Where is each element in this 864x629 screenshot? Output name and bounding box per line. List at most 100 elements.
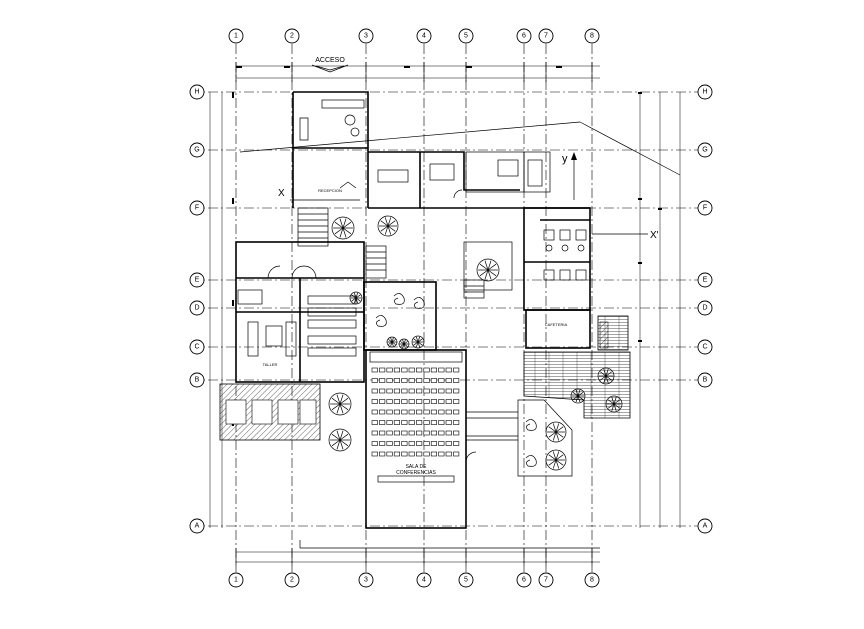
grid-bubble-row-H: H — [189, 84, 205, 100]
auditorium-seat — [393, 420, 401, 425]
auditorium-seat — [379, 367, 386, 373]
grid-bubble-row-C: C — [189, 339, 205, 355]
auditorium-seat — [371, 378, 378, 383]
auditorium-seat — [423, 367, 430, 373]
grid-bubble-col-8: 8 — [584, 28, 600, 44]
auditorium-seat — [453, 409, 460, 415]
room-labels: RECEPCION CAFETERIA TALLER — [263, 188, 568, 367]
auditorium-seat — [371, 409, 378, 415]
auditorium-seat — [438, 367, 445, 373]
auditorium-seat — [379, 420, 386, 425]
auditorium-seat — [379, 388, 386, 394]
auditorium-seat — [423, 378, 430, 383]
auditorium-seat — [445, 409, 452, 415]
auditorium-seat — [430, 451, 438, 457]
auditorium-seat — [386, 367, 393, 373]
auditorium-seat — [430, 430, 438, 436]
cafeteria-label: CAFETERIA — [545, 322, 568, 327]
auditorium-seat — [386, 441, 393, 446]
auditorium-seat — [416, 420, 423, 425]
auditorium-seat — [430, 420, 438, 425]
auditorium-seat — [438, 388, 445, 394]
building-walls — [235, 91, 591, 529]
tree-symbol — [328, 392, 352, 416]
svg-text:F: F — [195, 205, 199, 212]
reception-furniture — [299, 99, 543, 189]
auditorium-seat — [393, 367, 401, 373]
auditorium-seat — [379, 409, 386, 415]
auditorium-seat — [393, 409, 401, 415]
auditorium-seat — [401, 430, 408, 436]
grid-bubble-col-3: 3 — [358, 28, 374, 44]
grid-bubble-row-D: D — [189, 300, 205, 316]
auditorium-seat — [408, 399, 415, 404]
site-boundary-line — [579, 121, 681, 176]
auditorium-seat — [371, 388, 378, 394]
auditorium-seat — [423, 409, 430, 415]
auditorium-seat — [408, 420, 415, 425]
grid-bubble-row-B: B — [697, 372, 713, 388]
grid-bubble-col-3: 3 — [358, 572, 374, 588]
auditorium-seat — [386, 451, 393, 457]
auditorium-seat — [453, 420, 460, 425]
auditorium-seat — [423, 399, 430, 404]
grid-bubble-row-F: F — [189, 200, 205, 216]
svg-text:8: 8 — [590, 33, 594, 40]
auditorium-seat — [445, 430, 452, 436]
auditorium-seat — [386, 378, 393, 383]
auditorium-seat — [438, 378, 445, 383]
svg-text:ACCESO: ACCESO — [315, 57, 345, 64]
auditorium-seat — [371, 420, 378, 425]
grid-bubble-row-E: E — [697, 272, 713, 288]
auditorium-seat — [401, 388, 408, 394]
auditorium-seat — [416, 430, 423, 436]
tree-symbol — [377, 215, 399, 237]
svg-text:4: 4 — [422, 577, 426, 584]
tree-symbol — [328, 428, 352, 452]
svg-text:C: C — [702, 344, 707, 351]
auditorium-seat — [393, 441, 401, 446]
auditorium-seat — [401, 367, 408, 373]
auditorium-seat — [416, 451, 423, 457]
grid-bubble-col-4: 4 — [416, 28, 432, 44]
auditorium-seat — [393, 399, 401, 404]
auditorium-seat — [445, 378, 452, 383]
tree-symbol — [605, 395, 623, 413]
auditorium-seat — [445, 367, 452, 373]
garden-planter — [517, 399, 573, 477]
stairs — [297, 207, 485, 299]
auditorium-seat — [408, 388, 415, 394]
grid-bubble-col-6: 6 — [516, 572, 532, 588]
axis-x-prime-label: X' — [650, 230, 659, 241]
auditorium-seat — [423, 441, 430, 446]
auditorium-seat — [453, 378, 460, 383]
tree-symbol — [349, 291, 363, 305]
auditorium-seat — [386, 420, 393, 425]
auditorium-seat — [453, 430, 460, 436]
tree-symbol — [386, 336, 398, 348]
auditorium-seat — [386, 399, 393, 404]
auditorium-seat — [438, 399, 445, 404]
site-boundary-line — [239, 121, 581, 153]
svg-text:3: 3 — [364, 577, 368, 584]
svg-text:4: 4 — [422, 33, 426, 40]
tree-symbol — [398, 338, 410, 350]
auditorium-seat — [416, 388, 423, 394]
svg-text:8: 8 — [590, 577, 594, 584]
auditorium-seat — [408, 409, 415, 415]
svg-text:D: D — [702, 305, 707, 312]
grid-bubble-col-6: 6 — [516, 28, 532, 44]
grid-bubble-col-8: 8 — [584, 572, 600, 588]
grid-bubble-col-5: 5 — [458, 28, 474, 44]
svg-text:6: 6 — [522, 577, 526, 584]
auditorium-seat — [401, 378, 408, 383]
auditorium-seat — [438, 409, 445, 415]
svg-text:6: 6 — [522, 33, 526, 40]
auditorium-seat — [453, 388, 460, 394]
grid-bubble-row-G: G — [189, 142, 205, 158]
auditorium-seat — [379, 399, 386, 404]
doors — [267, 189, 477, 463]
grid-bubble-row-D: D — [697, 300, 713, 316]
